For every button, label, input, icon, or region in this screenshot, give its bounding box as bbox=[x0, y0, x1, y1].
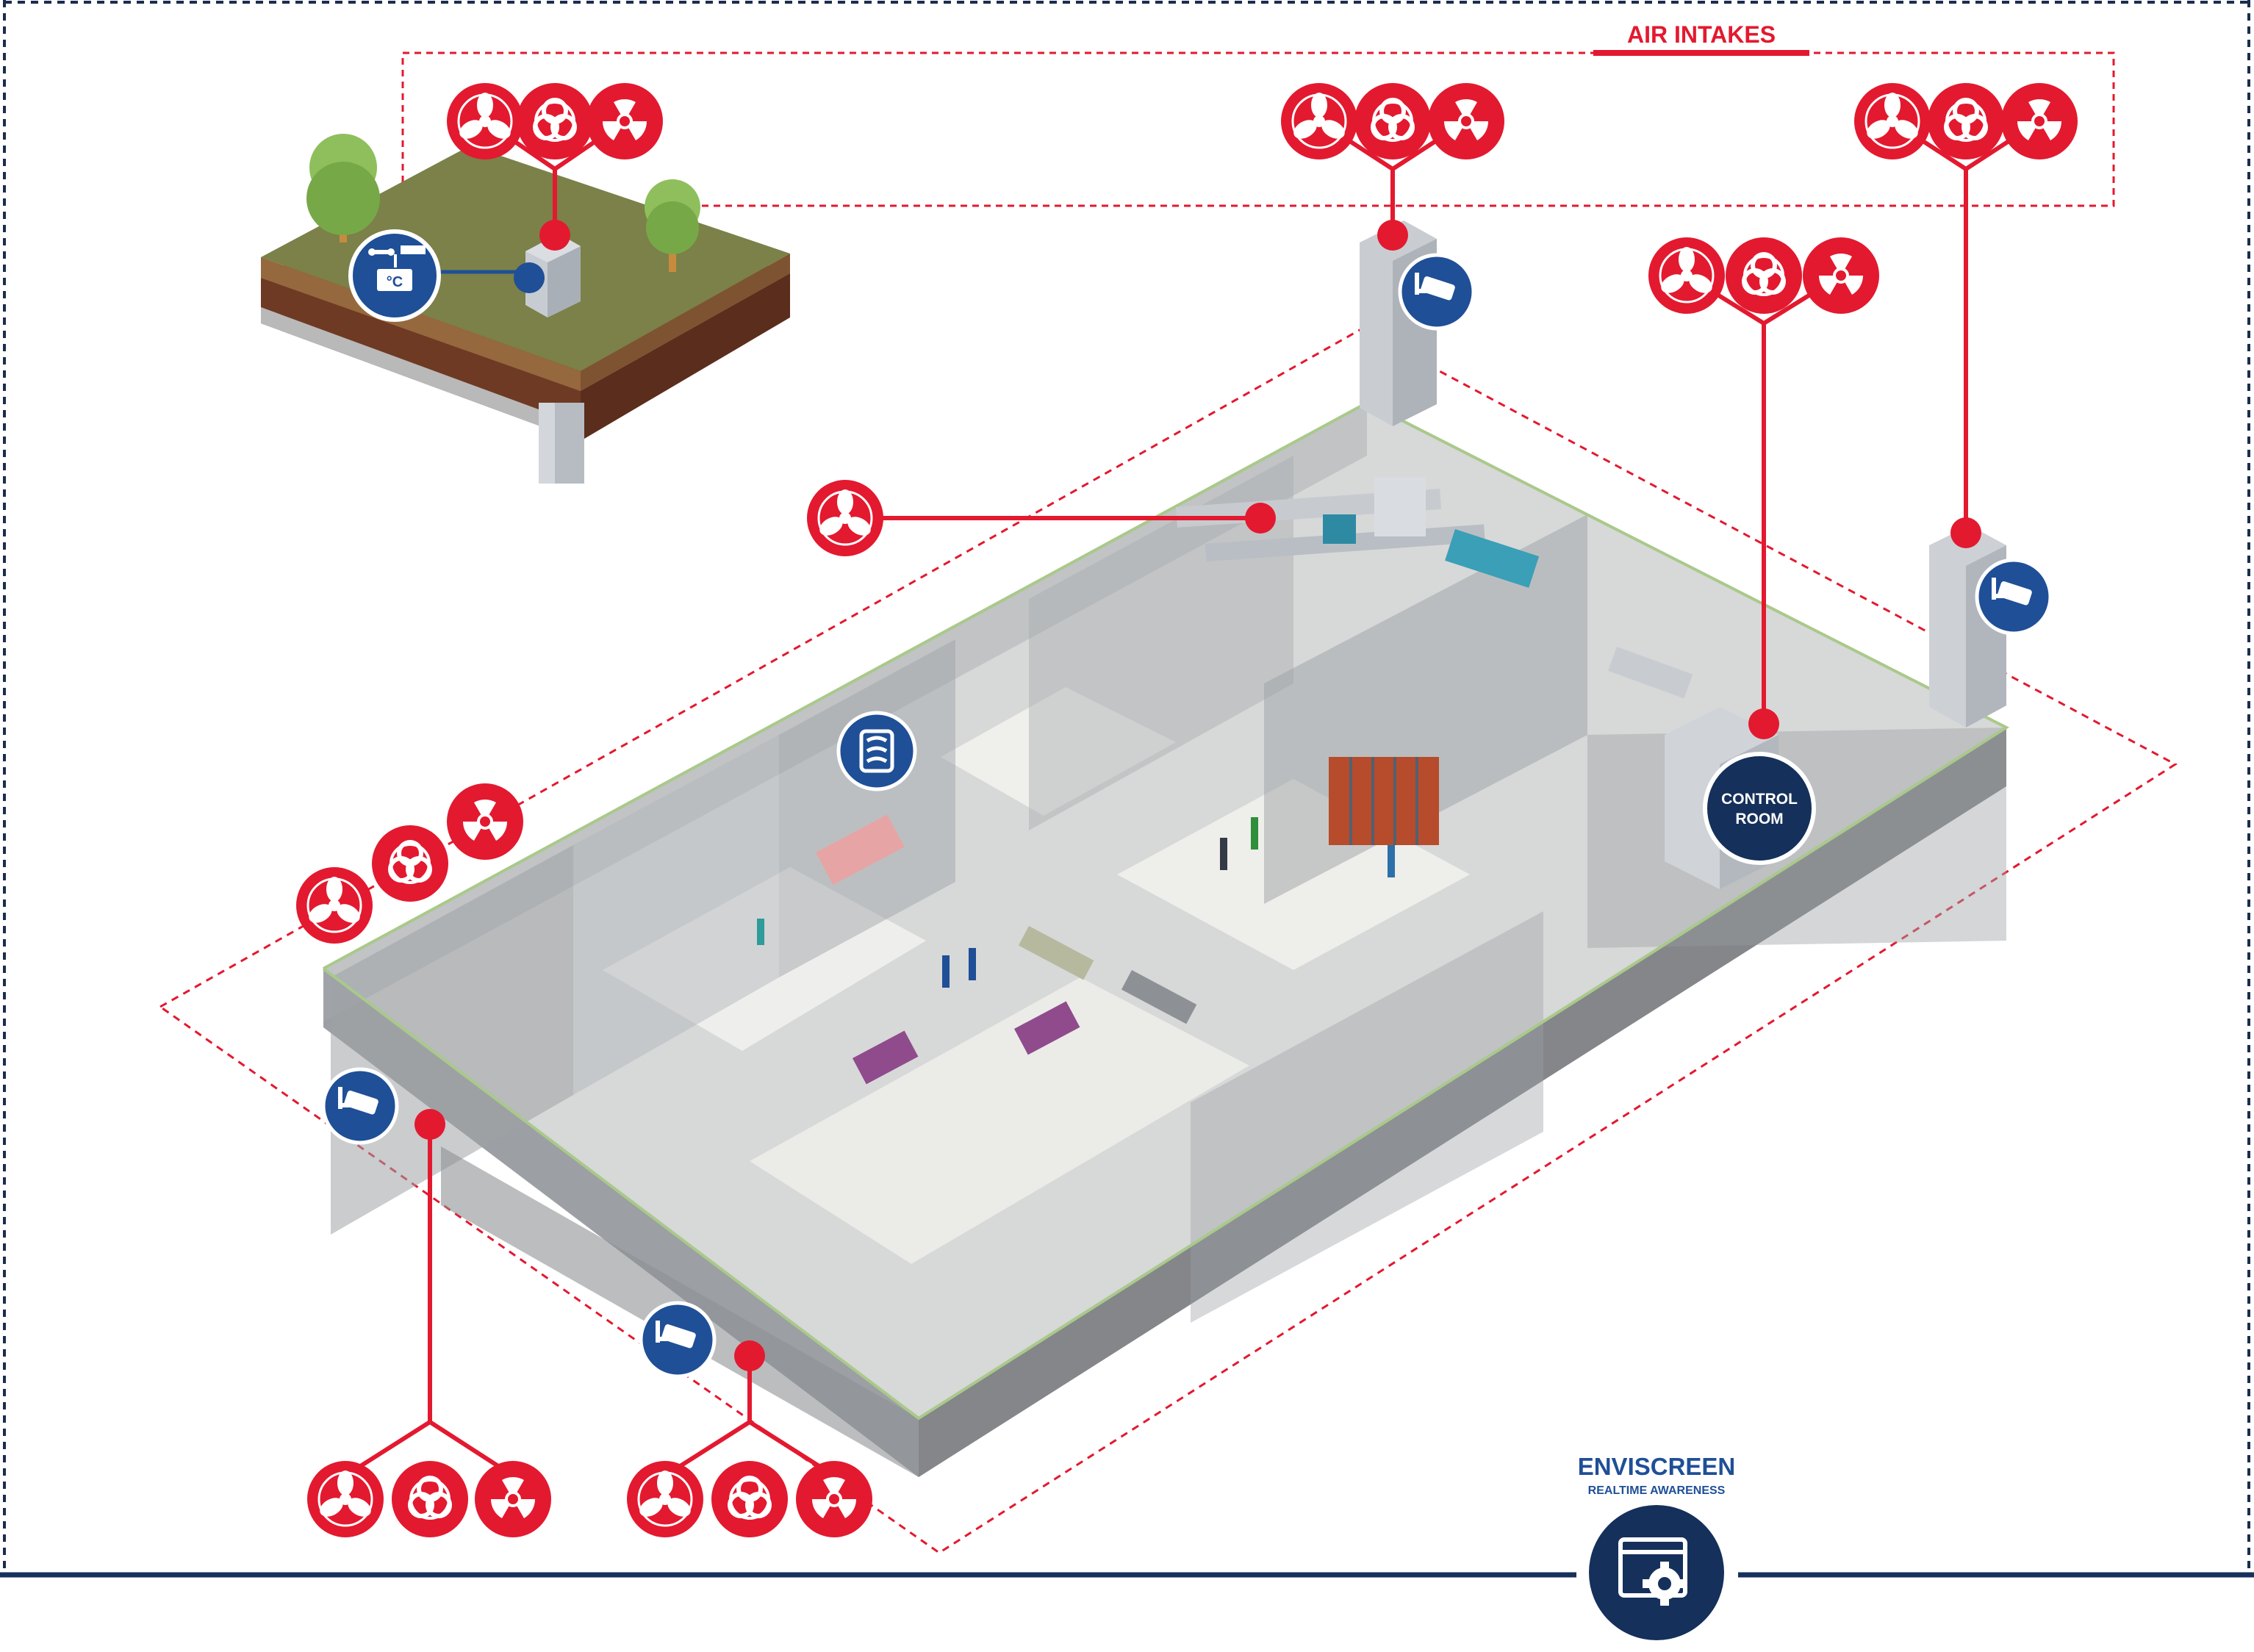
biohazard-icon bbox=[711, 1461, 788, 1537]
hazard-group-right bbox=[1647, 236, 1881, 315]
control-room-label-line2: ROOM bbox=[1735, 811, 1783, 827]
hazard-group-top-left bbox=[445, 82, 664, 161]
biohazard-icon bbox=[372, 825, 448, 902]
radiation-icon bbox=[1426, 82, 1506, 161]
radiation-icon bbox=[2000, 82, 2079, 161]
security-camera-icon bbox=[1400, 255, 1474, 328]
hazard-group-top-right bbox=[1853, 82, 2079, 161]
radiation-icon bbox=[1801, 236, 1881, 315]
biohazard-icon bbox=[392, 1461, 468, 1537]
temperature-unit: °C bbox=[387, 274, 403, 290]
control-room-marker: CONTROL ROOM bbox=[1703, 752, 1816, 865]
air-intakes-region: AIR INTAKES bbox=[401, 21, 2115, 207]
ground-tile bbox=[261, 134, 790, 484]
hazard-group-bottom-left bbox=[306, 1459, 553, 1539]
fan-icon bbox=[1279, 82, 1359, 161]
weather-station-icon bbox=[368, 245, 426, 291]
biohazard-icon bbox=[1354, 83, 1431, 159]
fan-icon bbox=[625, 1459, 705, 1539]
brand-tagline: REALTIME AWARENESS bbox=[1588, 1484, 1726, 1497]
enviscreen-brand[interactable]: ENVISCREEN REALTIME AWARENESS bbox=[1578, 1453, 1736, 1640]
air-filter-icon bbox=[859, 729, 894, 773]
building-dashed-outline bbox=[158, 328, 2178, 1554]
fan-icon bbox=[306, 1459, 385, 1539]
brand-name: ENVISCREEN bbox=[1578, 1453, 1736, 1480]
radiation-icon bbox=[585, 82, 664, 161]
air-filter-sensor bbox=[836, 711, 917, 791]
biohazard-icon bbox=[1928, 83, 2004, 159]
security-camera-icon bbox=[1977, 560, 2050, 633]
outer-frame bbox=[0, 0, 2254, 1578]
biohazard-icon bbox=[517, 83, 593, 159]
radiation-icon bbox=[794, 1459, 874, 1539]
building bbox=[322, 220, 2010, 1477]
weather-station: °C bbox=[348, 229, 441, 322]
radiation-icon bbox=[445, 782, 525, 861]
fan-icon bbox=[1647, 236, 1726, 315]
hazard-group-bottom-center bbox=[625, 1459, 874, 1539]
air-intakes-title: AIR INTAKES bbox=[1627, 21, 1776, 48]
enviscreen-app-icon bbox=[1618, 1537, 1687, 1606]
security-camera-icon bbox=[323, 1069, 397, 1143]
fan-icon bbox=[445, 82, 525, 161]
fan-icon bbox=[1853, 82, 1932, 161]
control-room-label-line1: CONTROL bbox=[1721, 791, 1798, 808]
hazard-group-top-center bbox=[1279, 82, 1506, 161]
connection-dots bbox=[414, 220, 1981, 1371]
security-camera-icon bbox=[641, 1303, 714, 1376]
radiation-icon bbox=[473, 1459, 553, 1539]
fan-icon bbox=[805, 478, 885, 558]
biohazard-icon bbox=[1726, 237, 1802, 314]
fan-icon bbox=[295, 866, 374, 945]
